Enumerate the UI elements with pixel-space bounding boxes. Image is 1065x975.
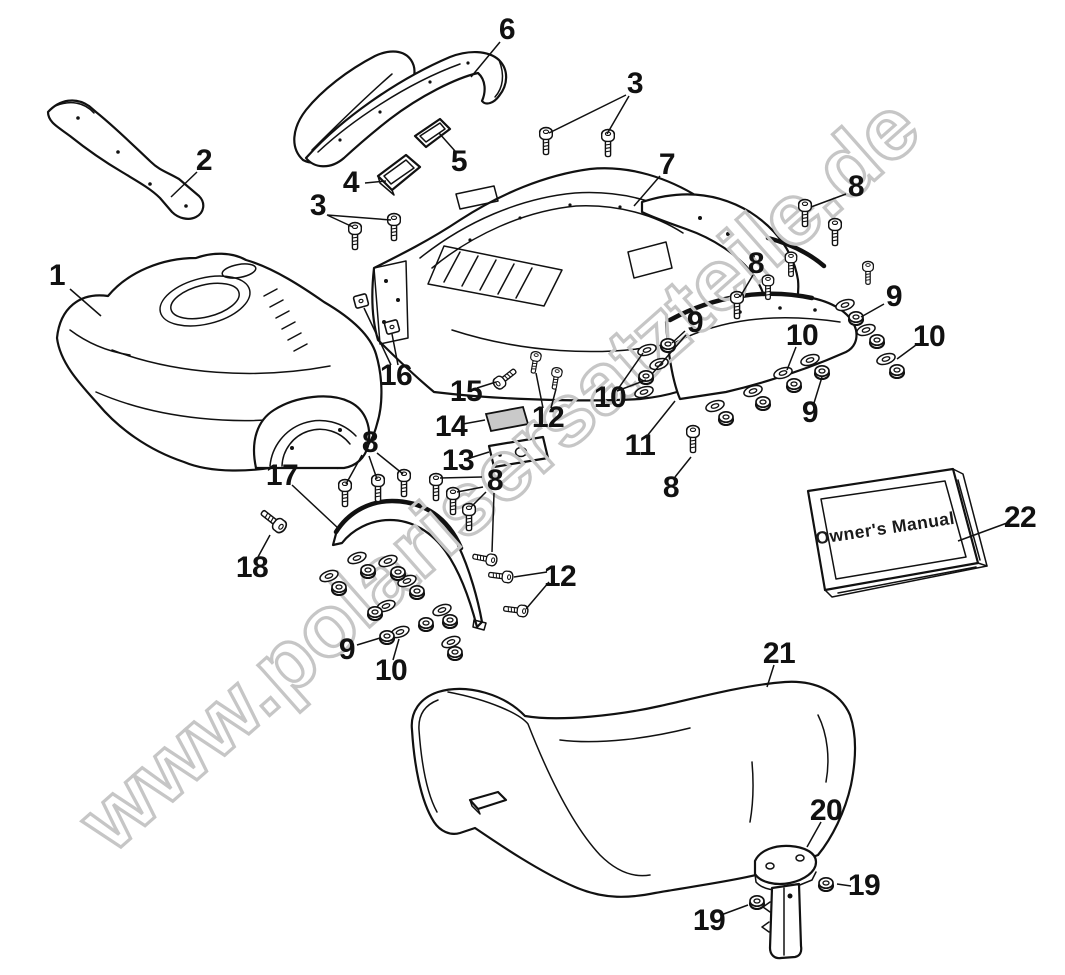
callout-part-22: 22 — [1003, 501, 1037, 534]
leader-lines — [69, 41, 1008, 916]
callout-part-14: 14 — [434, 410, 468, 443]
callout-part-7: 7 — [658, 148, 676, 181]
callout-part-20: 20 — [809, 794, 843, 827]
seat-part-21 — [410, 680, 857, 898]
callout-part-19-b: 19 — [692, 904, 726, 937]
bracket-part-5 — [413, 117, 452, 149]
callout-part-4: 4 — [342, 166, 360, 199]
callout-part-19-a: 19 — [847, 869, 881, 902]
callout-part-8-c: 8 — [662, 471, 680, 504]
callout-part-11: 11 — [624, 429, 656, 462]
fender-flare-part-17 — [331, 498, 487, 631]
callout-part-9-b: 9 — [686, 306, 704, 339]
owners-manual-book-part-22 — [806, 467, 988, 598]
callout-part-9-d: 9 — [338, 633, 356, 666]
callout-part-16: 16 — [379, 359, 413, 392]
plate-part-13 — [487, 435, 550, 469]
front-fender-part-1 — [55, 252, 383, 472]
callout-part-21: 21 — [762, 637, 796, 670]
callout-part-3-b: 3 — [626, 67, 644, 100]
seat-bracket-part-20 — [753, 844, 818, 960]
callout-part-10-a: 10 — [912, 320, 946, 353]
callout-part-8-b: 8 — [747, 247, 765, 280]
callout-part-2: 2 — [195, 144, 213, 177]
callout-part-12-b: 12 — [543, 560, 577, 593]
callout-part-15: 15 — [449, 375, 483, 408]
hood-cover-part-6 — [293, 50, 508, 168]
callout-part-12-a: 12 — [531, 401, 565, 434]
callout-part-10-b: 10 — [785, 319, 819, 352]
callout-part-13: 13 — [441, 444, 475, 477]
callout-part-10-d: 10 — [374, 654, 408, 687]
callout-part-8-d: 8 — [361, 426, 379, 459]
foam-pad-part-14 — [484, 405, 530, 433]
callout-part-9-c: 9 — [801, 396, 819, 429]
front-strip-part-2 — [46, 99, 205, 220]
callout-part-10-c: 10 — [593, 381, 627, 414]
bracket-part-4 — [376, 153, 422, 196]
callout-part-6: 6 — [498, 13, 516, 46]
callout-part-9-a: 9 — [885, 280, 903, 313]
callout-part-3-a: 3 — [309, 189, 327, 222]
callout-part-8-a: 8 — [847, 170, 865, 203]
callout-part-5: 5 — [450, 145, 468, 178]
callout-part-17: 17 — [265, 459, 299, 492]
callout-part-1: 1 — [48, 259, 66, 292]
callout-part-8-e: 8 — [486, 464, 504, 497]
callout-part-18: 18 — [235, 551, 269, 584]
